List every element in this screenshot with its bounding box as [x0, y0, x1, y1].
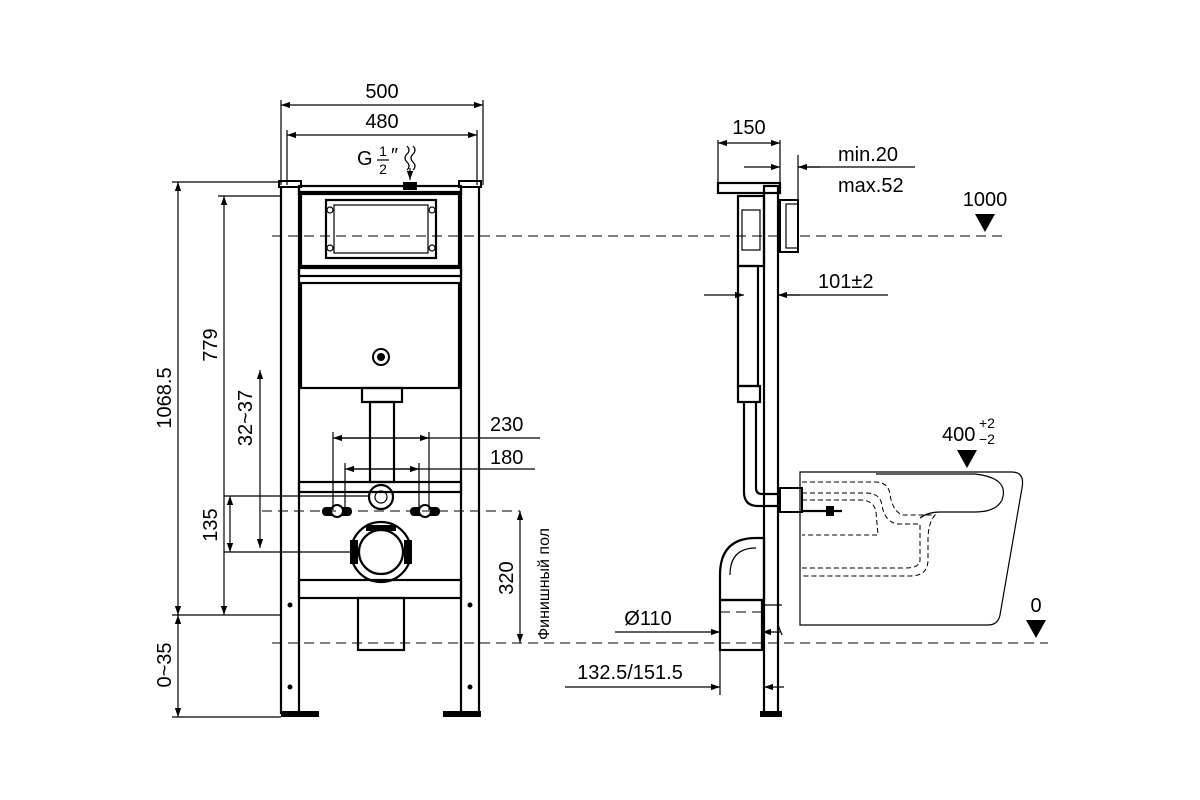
cistern-tank: [299, 281, 461, 390]
dim-320: 320: [496, 561, 518, 594]
dim-total-height: 1068.5: [154, 367, 176, 428]
finished-floor-label: Финишный пол: [536, 528, 553, 640]
level-0-label: 0: [1030, 595, 1041, 617]
dim-diam-110: Ø110: [624, 608, 671, 630]
frame-left-post: [279, 181, 301, 715]
svg-text:″: ″: [391, 145, 398, 167]
flush-pipe: [368, 400, 396, 484]
dim-max: max.52: [838, 175, 904, 197]
frame-right-post: [459, 181, 481, 715]
frame-bar-upper: [297, 480, 463, 494]
sewer-elbow: [718, 536, 766, 602]
post-cap-left: [278, 180, 302, 188]
side-cistern-bottom: [736, 384, 762, 404]
svg-text:2: 2: [379, 161, 387, 177]
side-frame-post: [762, 184, 780, 716]
dim-135: 135: [200, 508, 222, 541]
water-inlet-label: G 1 2 ″: [357, 143, 398, 177]
dim-width-outer: 500: [365, 81, 398, 103]
foot-right: [443, 711, 481, 717]
side-flush-pipe: [742, 402, 782, 508]
foot-left: [281, 711, 319, 717]
dim-depth: 150: [732, 117, 765, 139]
side-foot: [760, 711, 782, 717]
front-view: 500 480 G 1 2 ″ 1068.5 779 32~37: [154, 81, 553, 718]
wall-anchor: [779, 199, 799, 253]
level-marker-icon: [975, 214, 995, 232]
level-1000-label: 1000: [963, 189, 1008, 211]
sewer-pipe-lower: [718, 598, 764, 652]
frame-mid-bar: [297, 266, 463, 278]
dim-width-inner: 480: [365, 111, 398, 133]
dim-101: 101±2: [818, 271, 873, 293]
svg-text:+2: +2: [979, 415, 995, 431]
svg-text:1: 1: [379, 143, 387, 159]
dim-min: min.20: [838, 144, 898, 166]
frame-top-bar: [297, 184, 463, 196]
dim-400-label: 400 +2 −2: [942, 415, 995, 447]
arrow-down-icon: [957, 450, 977, 468]
flush-outlet: [367, 483, 395, 511]
svg-text:G: G: [357, 148, 373, 170]
post-cap-right: [458, 180, 482, 188]
side-top-bracket: [716, 181, 782, 195]
pipe-collar: [360, 386, 404, 404]
dim-button-height: 779: [200, 328, 222, 361]
dim-132: 132.5/151.5: [577, 662, 683, 684]
button-mount-frame: [299, 190, 461, 268]
svg-text:−2: −2: [979, 431, 995, 447]
side-flush-connector: [779, 487, 803, 513]
dim-bolt-230: 230: [490, 414, 523, 436]
sewer-outlet-block: [356, 596, 406, 652]
side-view: 150 min.20 max.52 1000 101±2 400 +2 −2 Ø…: [565, 117, 1046, 717]
flush-button-inner: [333, 204, 429, 254]
dim-pipe-range: 32~37: [235, 390, 257, 446]
dim-leg-range: 0~35: [154, 642, 176, 687]
side-cistern-body: [736, 264, 760, 388]
water-inlet-fitting: [403, 182, 417, 190]
water-inlet-icon: [404, 145, 416, 180]
dim-bolt-180: 180: [490, 447, 523, 469]
level-marker-icon-zero: [1026, 620, 1046, 638]
flush-button-opening: [324, 198, 438, 260]
sewer-outlet: [349, 520, 413, 584]
svg-text:400: 400: [942, 424, 975, 446]
toilet-bowl: [799, 471, 1024, 626]
